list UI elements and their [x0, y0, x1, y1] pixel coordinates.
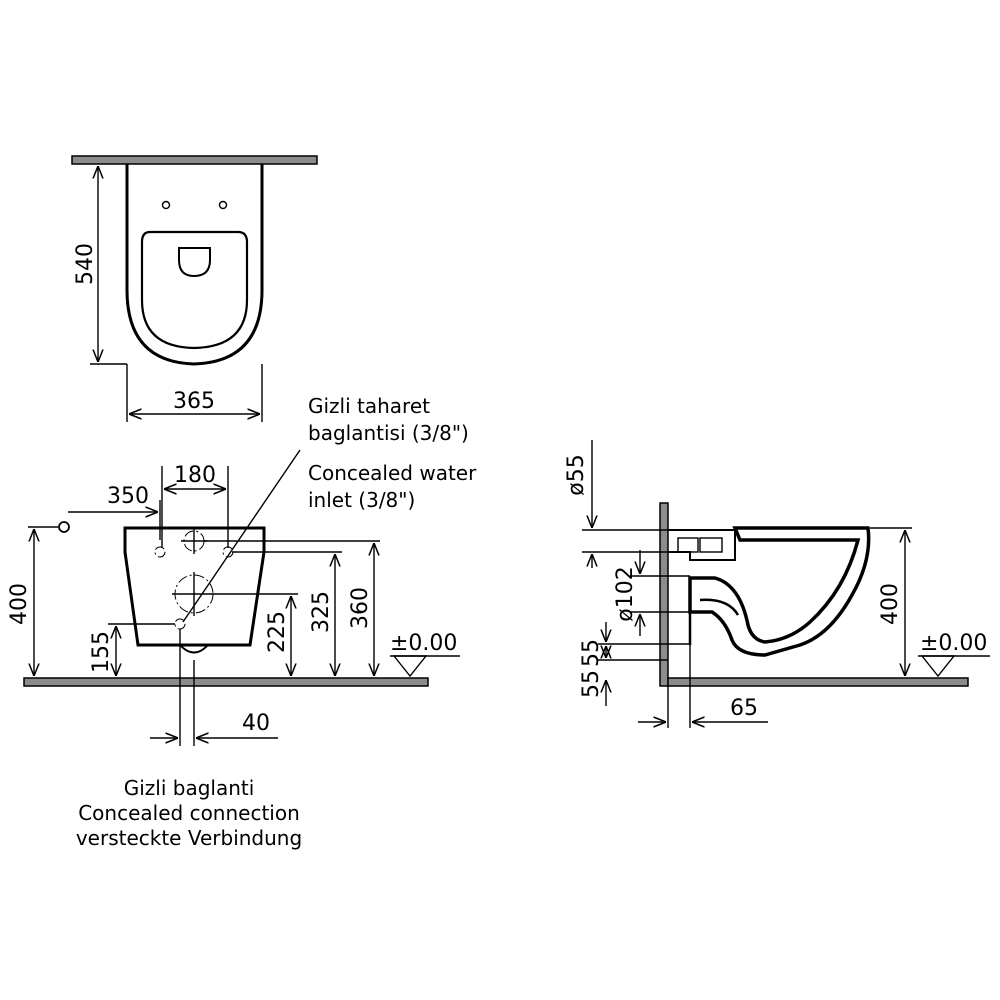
connection-note-en: Concealed connection: [78, 801, 300, 825]
inlet-pipe-side: [677, 537, 699, 553]
side-wall: [659, 502, 669, 687]
level-text-side: ±0.00: [920, 631, 987, 656]
dim-top-depth: 540: [73, 243, 98, 285]
water-inlet-note: Gizli taharet baglantisi (3/8") Conceale…: [308, 394, 477, 512]
dim-front-360: 360: [348, 587, 373, 629]
connection-note: Gizli baglanti Concealed connection vers…: [76, 776, 302, 850]
inlet-note-en-line1: Concealed water: [308, 461, 477, 485]
dim-front-325: 325: [309, 591, 334, 633]
inlet-note-tr-line1: Gizli taharet: [308, 394, 430, 418]
water-inlet-marker: [58, 521, 70, 533]
dim-side-55-upper: 55: [579, 639, 604, 667]
front-floor: [23, 677, 429, 687]
dim-side-400: 400: [878, 583, 903, 625]
trap-outlet-front: [179, 644, 209, 654]
dim-front-400: 400: [7, 583, 32, 625]
seat-outline-top: [140, 230, 249, 350]
outlet-symbol: [172, 572, 216, 616]
dim-front-180: 180: [174, 463, 216, 488]
inlet-pipe-side-2: [699, 537, 723, 553]
connection-note-de: versteckte Verbindung: [76, 826, 302, 850]
fixing-hole-right: [218, 200, 228, 210]
upper-inlet-symbol: [181, 528, 207, 554]
bowl-outline-side: [688, 526, 871, 657]
bowl-outline-top: [125, 164, 264, 366]
dim-side-d55: ø55: [564, 454, 589, 495]
top-view: 540 365: [71, 155, 318, 422]
dim-side-65: 65: [730, 696, 758, 721]
dim-front-155: 155: [89, 631, 114, 673]
bowl-outline-front: [123, 526, 266, 647]
dim-front-225: 225: [265, 611, 290, 653]
dim-front-40: 40: [242, 711, 270, 736]
dim-side-55-lower: 55: [579, 670, 604, 698]
side-floor: [667, 677, 969, 687]
level-marker-side: ±0.00: [918, 631, 990, 678]
small-hole-left: [154, 546, 166, 558]
dim-side-d102: ø102: [613, 566, 638, 621]
level-marker-front: ±0.00: [390, 631, 460, 678]
side-view: ø55 ø102 55 55 400 ±0.00 65: [564, 440, 990, 728]
level-text-front: ±0.00: [390, 631, 457, 656]
flush-opening-top: [178, 247, 211, 278]
inlet-note-en-line2: inlet (3/8"): [308, 488, 415, 512]
top-wall: [71, 155, 318, 165]
inlet-leader-line: [182, 449, 301, 623]
connection-note-tr: Gizli baglanti: [124, 776, 255, 800]
front-view: 350 180 400 155 225 325 360 ±0.00: [7, 449, 460, 746]
inlet-note-tr-line2: baglantisi (3/8"): [308, 421, 469, 445]
dim-front-350: 350: [107, 484, 149, 509]
dim-top-width: 365: [173, 389, 215, 414]
fixing-hole-left: [161, 200, 171, 210]
